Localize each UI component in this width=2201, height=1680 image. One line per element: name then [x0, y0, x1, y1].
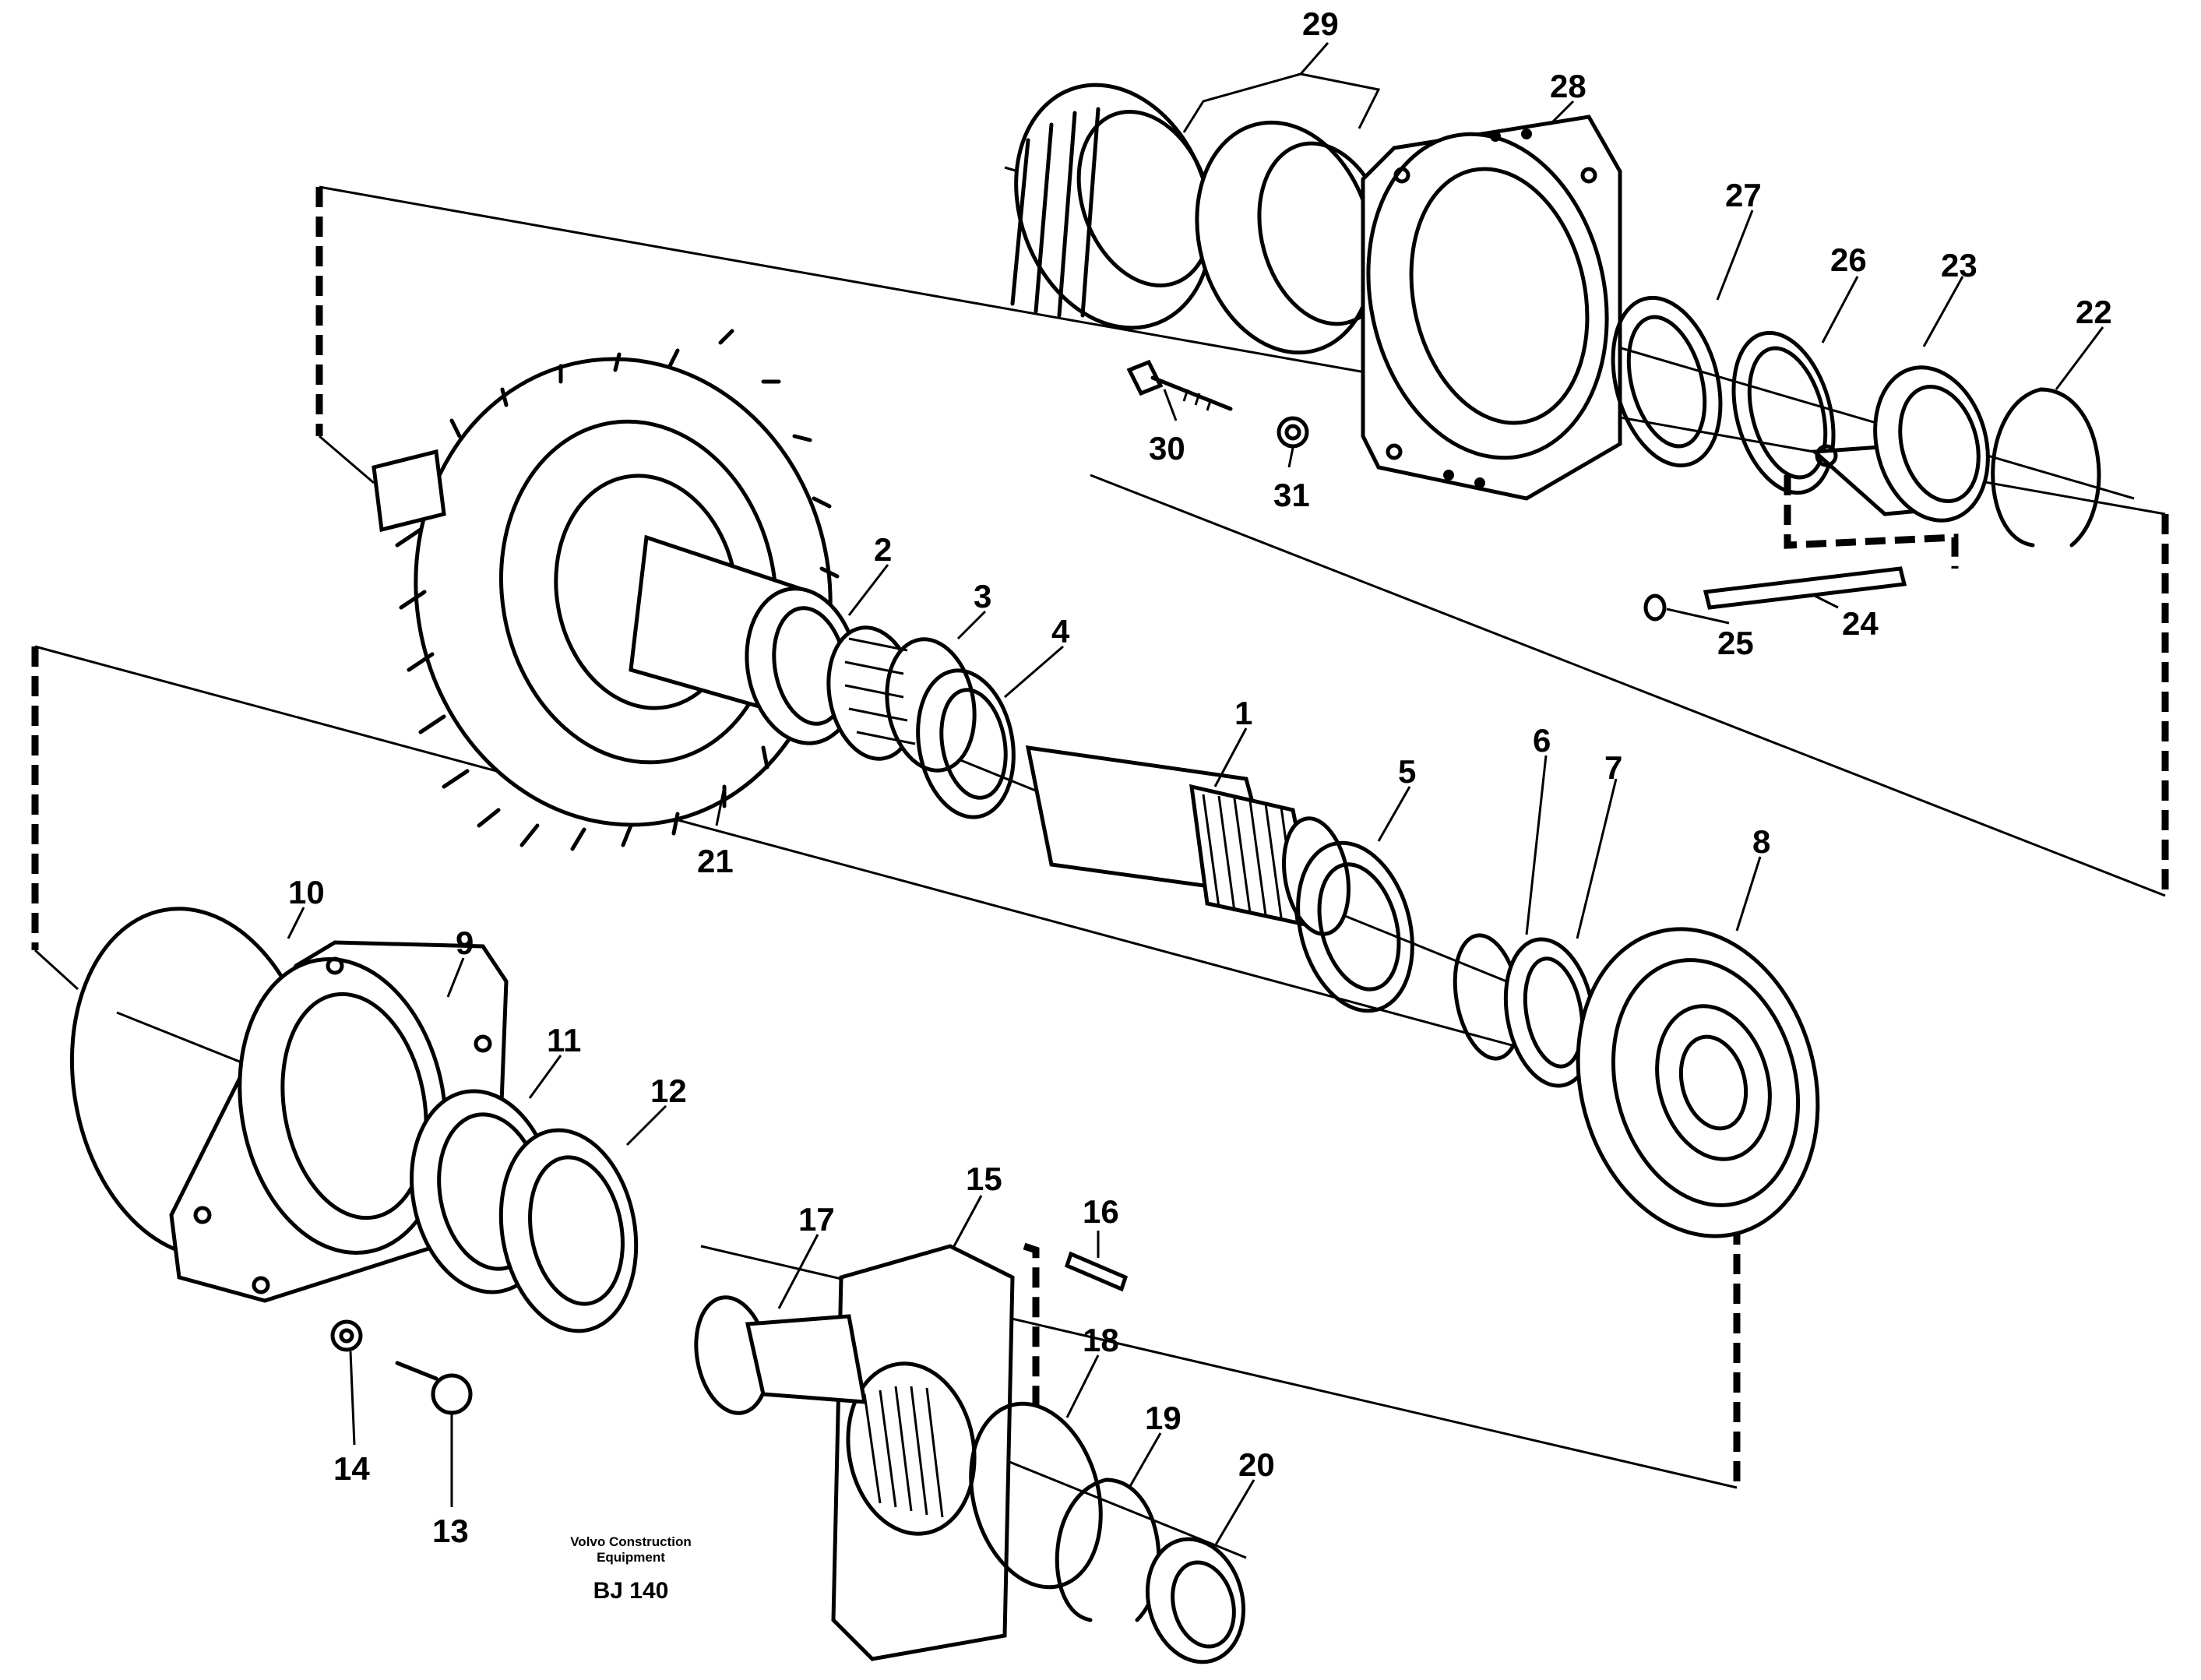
callout-30: 30 [1149, 430, 1185, 467]
part-3-needle-bearing [826, 625, 977, 773]
part-23-fork-sleeve [1809, 365, 1990, 523]
callout-22: 22 [2076, 294, 2112, 330]
part-7-sleeve [1503, 937, 1597, 1088]
callout-14: 14 [333, 1450, 370, 1487]
drawing-code: BJ 140 [593, 1578, 669, 1604]
brand-line-2: Equipment [597, 1550, 665, 1565]
callout-5: 5 [1398, 753, 1416, 790]
part-21-helical-gear [372, 329, 840, 851]
part-28-flange-housing [1361, 114, 1622, 501]
callout-11: 11 [547, 1022, 581, 1058]
callout-27: 27 [1725, 177, 1762, 213]
callout-numbers: 29 28 27 26 23 22 24 25 30 31 2 3 4 1 5 … [288, 5, 2112, 1549]
part-14-washer [330, 1319, 363, 1352]
drawing-caption: Volvo Construction Equipment BJ 140 [537, 1534, 724, 1604]
callout-29: 29 [1302, 5, 1339, 42]
callout-6: 6 [1533, 722, 1551, 759]
callout-23: 23 [1941, 247, 1977, 284]
callout-2: 2 [874, 531, 892, 568]
callout-10: 10 [288, 874, 325, 910]
part-29-tapered-roller-bearing [1010, 83, 1391, 355]
callout-25: 25 [1717, 625, 1754, 661]
part-12-shaft-seal [498, 1128, 639, 1333]
callout-13: 13 [432, 1513, 469, 1549]
callout-28: 28 [1550, 68, 1586, 104]
callout-31: 31 [1273, 477, 1310, 513]
part-26-ring [1731, 330, 1836, 495]
part-15-companion-flange [831, 1242, 1040, 1661]
brand-line-1: Volvo Construction [570, 1534, 692, 1549]
part-16-pin [1064, 1251, 1129, 1292]
callout-18: 18 [1083, 1322, 1119, 1358]
callout-9: 9 [456, 925, 474, 961]
callout-20: 20 [1238, 1446, 1275, 1483]
part-24-shaft-pin [1703, 475, 1959, 610]
callout-21: 21 [697, 843, 734, 879]
callout-12: 12 [650, 1072, 687, 1109]
part-4-thrust-washer [916, 668, 1016, 819]
part-25-washer [1643, 593, 1667, 622]
part-13-screw [395, 1361, 473, 1415]
part-5-thrust-bearing [1296, 840, 1414, 1013]
callout-15: 15 [966, 1161, 1002, 1197]
leader-lines [287, 42, 2104, 1547]
part-22-circlip [1991, 387, 2101, 548]
callout-19: 19 [1145, 1400, 1181, 1436]
callout-8: 8 [1752, 823, 1770, 860]
part-30-bolt [1126, 359, 1233, 411]
callout-1: 1 [1234, 695, 1252, 731]
part-27-thrust-bearing [1611, 295, 1723, 468]
part-17-o-ring [694, 1295, 868, 1415]
callout-16: 16 [1083, 1193, 1119, 1230]
callout-17: 17 [798, 1201, 835, 1238]
part-8-ball-bearing [1576, 927, 1820, 1238]
part-1-splined-shaft [1025, 745, 1351, 936]
callout-26: 26 [1830, 241, 1867, 278]
part-31-washer [1277, 416, 1309, 449]
callout-3: 3 [974, 578, 991, 615]
callout-4: 4 [1051, 613, 1070, 650]
callout-7: 7 [1604, 749, 1622, 786]
part-20-lock-nut [1145, 1537, 1246, 1664]
callout-24: 24 [1842, 605, 1879, 642]
